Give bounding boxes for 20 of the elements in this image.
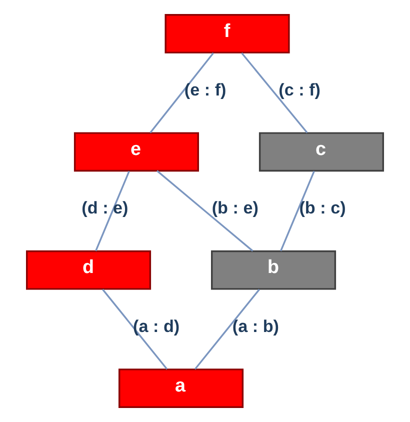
connector bbox=[150, 52, 214, 134]
edge-label: (b : c) bbox=[299, 198, 346, 218]
edge-label: (d : e) bbox=[82, 198, 128, 218]
connector bbox=[102, 288, 168, 370]
connector bbox=[280, 170, 315, 252]
edge-label: (a : b) bbox=[232, 316, 279, 336]
edge-label: (e : f) bbox=[184, 80, 226, 100]
node-box: d bbox=[26, 250, 152, 290]
edge-label: (b : e) bbox=[212, 198, 258, 218]
edge-label: (a : d) bbox=[133, 316, 180, 336]
connector bbox=[194, 288, 260, 370]
node-box: e bbox=[74, 132, 199, 172]
connector bbox=[241, 52, 308, 134]
node-box: a bbox=[118, 368, 244, 408]
edge-label: (c : f) bbox=[278, 80, 320, 100]
node-box: c bbox=[258, 132, 384, 172]
node-box: b bbox=[211, 250, 336, 290]
node-box: f bbox=[164, 14, 290, 54]
connector bbox=[156, 170, 254, 252]
connector bbox=[95, 170, 130, 252]
